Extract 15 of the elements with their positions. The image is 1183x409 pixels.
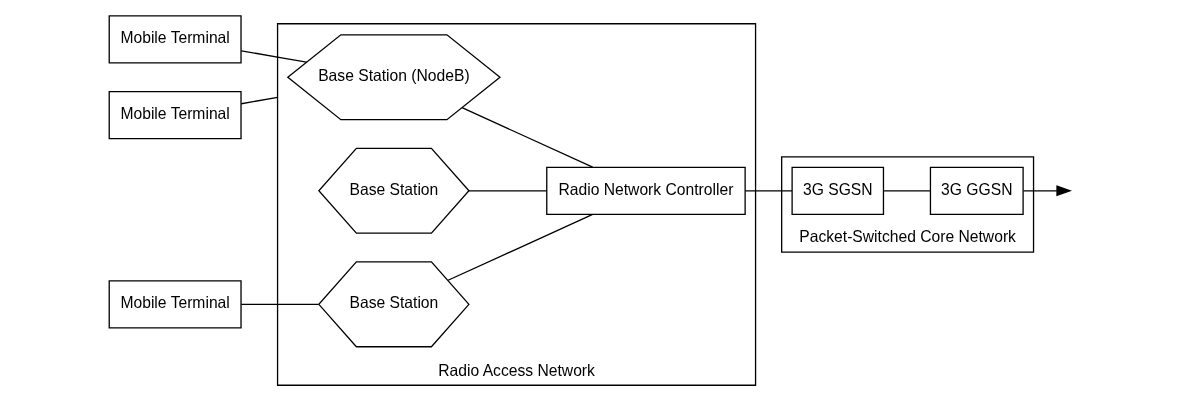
node-box: 3G GGSN (929, 166, 1024, 215)
node-box: Mobile Terminal (108, 280, 242, 329)
node-box: Mobile Terminal (108, 15, 242, 64)
connector (446, 213, 593, 281)
node-box: Mobile Terminal (108, 90, 242, 140)
node-box: 3G SGSN (790, 166, 884, 215)
node-box: Radio Network Controller (545, 166, 746, 215)
connector (744, 190, 793, 192)
arrow (1022, 185, 1072, 197)
connector (467, 190, 547, 192)
connector (460, 107, 593, 168)
connector (240, 50, 307, 63)
connector (240, 303, 319, 305)
connector (240, 96, 278, 105)
connector (882, 190, 931, 192)
